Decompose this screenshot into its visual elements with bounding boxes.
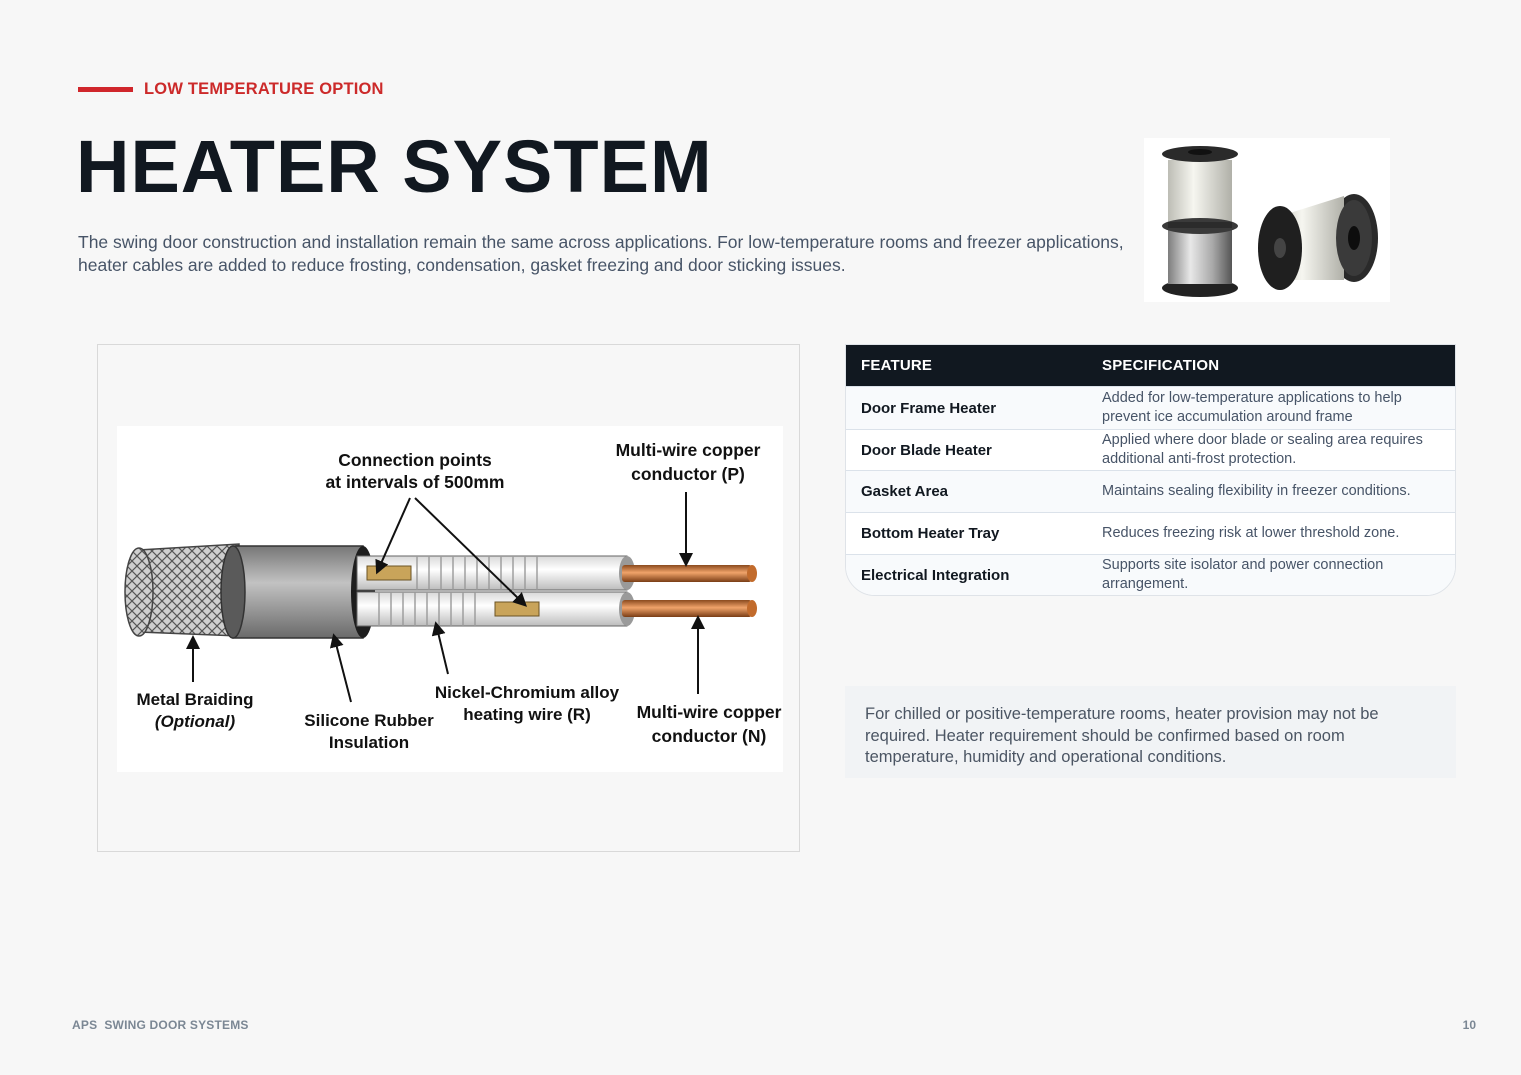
- page-number: 10: [1462, 1018, 1476, 1032]
- spec-cell: Maintains sealing flexibility in freezer…: [1102, 482, 1411, 499]
- label-connection-interval: at intervals of 500mm: [326, 472, 505, 492]
- table-row: Bottom Heater Tray Reduces freezing risk…: [846, 512, 1455, 554]
- table-row: Gasket Area Maintains sealing flexibilit…: [846, 470, 1455, 512]
- section-eyebrow: LOW TEMPERATURE OPTION: [78, 80, 384, 99]
- label-copper-p-line2: conductor (P): [631, 464, 745, 484]
- note-box: For chilled or positive-temperature room…: [845, 686, 1456, 778]
- intro-paragraph: The swing door construction and installa…: [78, 232, 1124, 275]
- label-copper-p-line1: Multi-wire copper: [616, 440, 761, 460]
- label-insulation: Insulation: [329, 733, 409, 752]
- feature-cell: Gasket Area: [861, 483, 948, 500]
- label-copper-n-line1: Multi-wire copper: [637, 702, 782, 722]
- table-row: Door Blade Heater Applied where door bla…: [846, 429, 1455, 470]
- spec-cell: Added for low-temperature applications t…: [1102, 389, 1402, 426]
- feature-cell: Door Frame Heater: [861, 399, 997, 417]
- feature-cell: Bottom Heater Tray: [861, 525, 1000, 542]
- label-copper-n-line2: conductor (N): [652, 726, 767, 746]
- spec-cell: Applied where door blade or sealing area…: [1102, 431, 1423, 468]
- spec-cell: Supports site isolator and power connect…: [1102, 556, 1384, 593]
- cable-spools-image: [1144, 138, 1390, 302]
- label-heating-wire: heating wire (R): [463, 705, 591, 724]
- spec-table: FEATURE SPECIFICATION Door Frame Heater …: [845, 344, 1456, 596]
- accent-bar: [78, 87, 133, 92]
- table-row: Door Frame Heater Added for low-temperat…: [846, 386, 1455, 429]
- table-row: Electrical Integration Supports site iso…: [846, 554, 1455, 595]
- header-specification: SPECIFICATION: [1102, 357, 1220, 374]
- spec-cell: Reduces freezing risk at lower threshold…: [1102, 524, 1400, 541]
- footer-brand: APS SWING DOOR SYSTEMS: [72, 1018, 249, 1032]
- header-feature: FEATURE: [861, 357, 933, 374]
- feature-cell: Door Blade Heater: [861, 441, 992, 459]
- table-header: FEATURE SPECIFICATION: [846, 345, 1455, 386]
- heater-cable-diagram: Connection points at intervals of 500mm …: [117, 426, 783, 772]
- label-silicone-rubber: Silicone Rubber: [304, 711, 434, 730]
- label-nichrome: Nickel-Chromium alloy: [435, 683, 620, 702]
- eyebrow-label: LOW TEMPERATURE OPTION: [144, 80, 384, 98]
- feature-cell: Electrical Integration: [861, 566, 1010, 584]
- diagram-card: Connection points at intervals of 500mm …: [97, 344, 800, 852]
- label-metal-braiding: Metal Braiding: [136, 690, 253, 709]
- page-title: HEATER SYSTEM: [76, 125, 713, 208]
- label-connection-points: Connection points: [338, 450, 492, 470]
- label-braiding-optional: (Optional): [155, 712, 236, 731]
